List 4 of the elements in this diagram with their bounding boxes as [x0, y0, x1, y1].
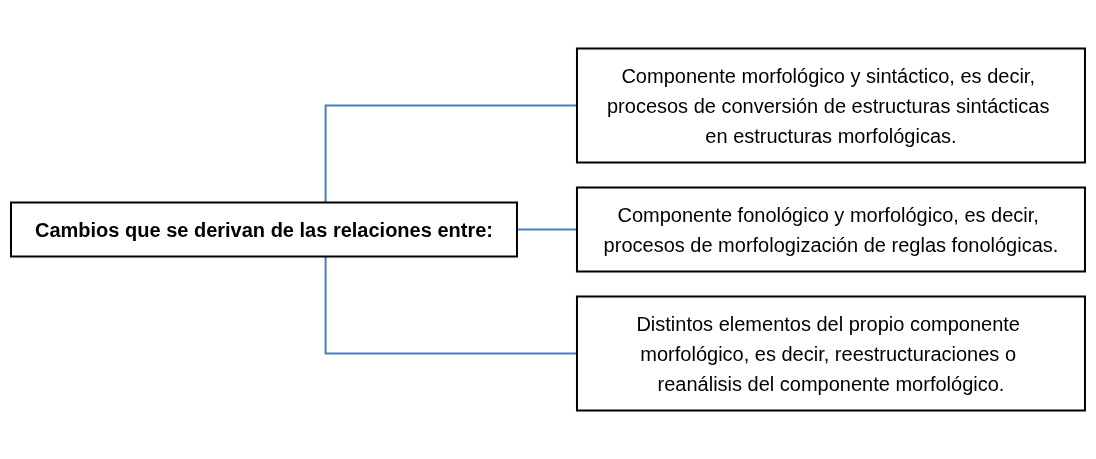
node-box: Componente fonológico y morfológico, es decir, procesos de morfologización de reglas fonológicas.: [576, 186, 1086, 273]
node-box: Cambios que se derivan de las relaciones entre:: [10, 201, 518, 258]
node-box: Componente morfológico y sintáctico, es decir, procesos de conversión de estructuras sintácticas en estructuras morfológicas.: [576, 47, 1086, 164]
node-box: Distintos elementos del propio componente morfológico, es decir, reestructuraciones o reanálisis del componente morfológico.: [576, 295, 1086, 412]
